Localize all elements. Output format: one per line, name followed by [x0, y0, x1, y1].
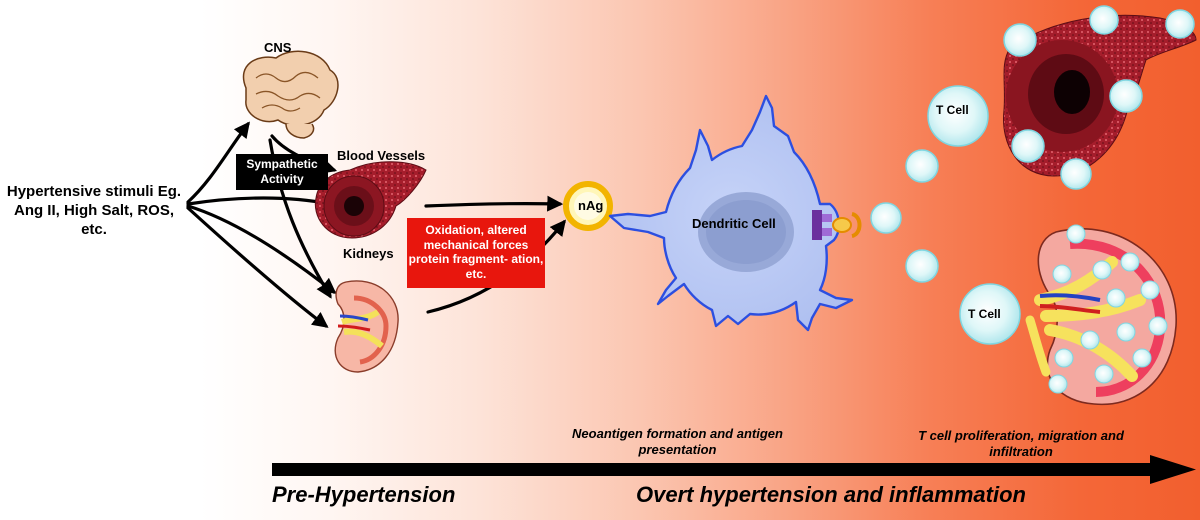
brain-icon: [242, 50, 339, 139]
neoantigen-caption: Neoantigen formation and antigen present…: [572, 426, 783, 457]
cns-label: CNS: [264, 40, 292, 55]
sympathetic-activity-box: Sympathetic Activity: [236, 154, 328, 190]
nag-label: nAg: [578, 198, 604, 213]
t-cells: [870, 5, 1195, 394]
t-cell-proliferation-caption: T cell proliferation, migration and infi…: [918, 428, 1124, 459]
dendritic-cell-label: Dendritic Cell: [692, 216, 776, 231]
dendritic-cell-icon: [608, 94, 854, 332]
t-cell-label-lower: T Cell: [968, 307, 1001, 321]
mhc-receptor-icon: [812, 210, 862, 240]
hypertensive-stimuli-label: Hypertensive stimuli Eg. Ang II, High Sa…: [6, 183, 182, 238]
timeline-arrow: [272, 455, 1196, 484]
oxidation-box: Oxidation, altered mechanical forces pro…: [407, 218, 545, 288]
pre-hypertension-label: Pre-Hypertension: [272, 482, 456, 507]
t-cell-label-upper: T Cell: [936, 103, 969, 117]
nag-antigen-icon: [563, 181, 613, 231]
overt-hypertension-label: Overt hypertension and inflammation: [636, 482, 1026, 507]
artery-cross-section-icon: [1002, 14, 1197, 177]
blood-vessel-icon: [314, 161, 427, 239]
blood-vessels-label: Blood Vessels: [337, 148, 426, 163]
kidney-icon: [334, 280, 399, 373]
kidneys-label: Kidneys: [343, 246, 394, 261]
